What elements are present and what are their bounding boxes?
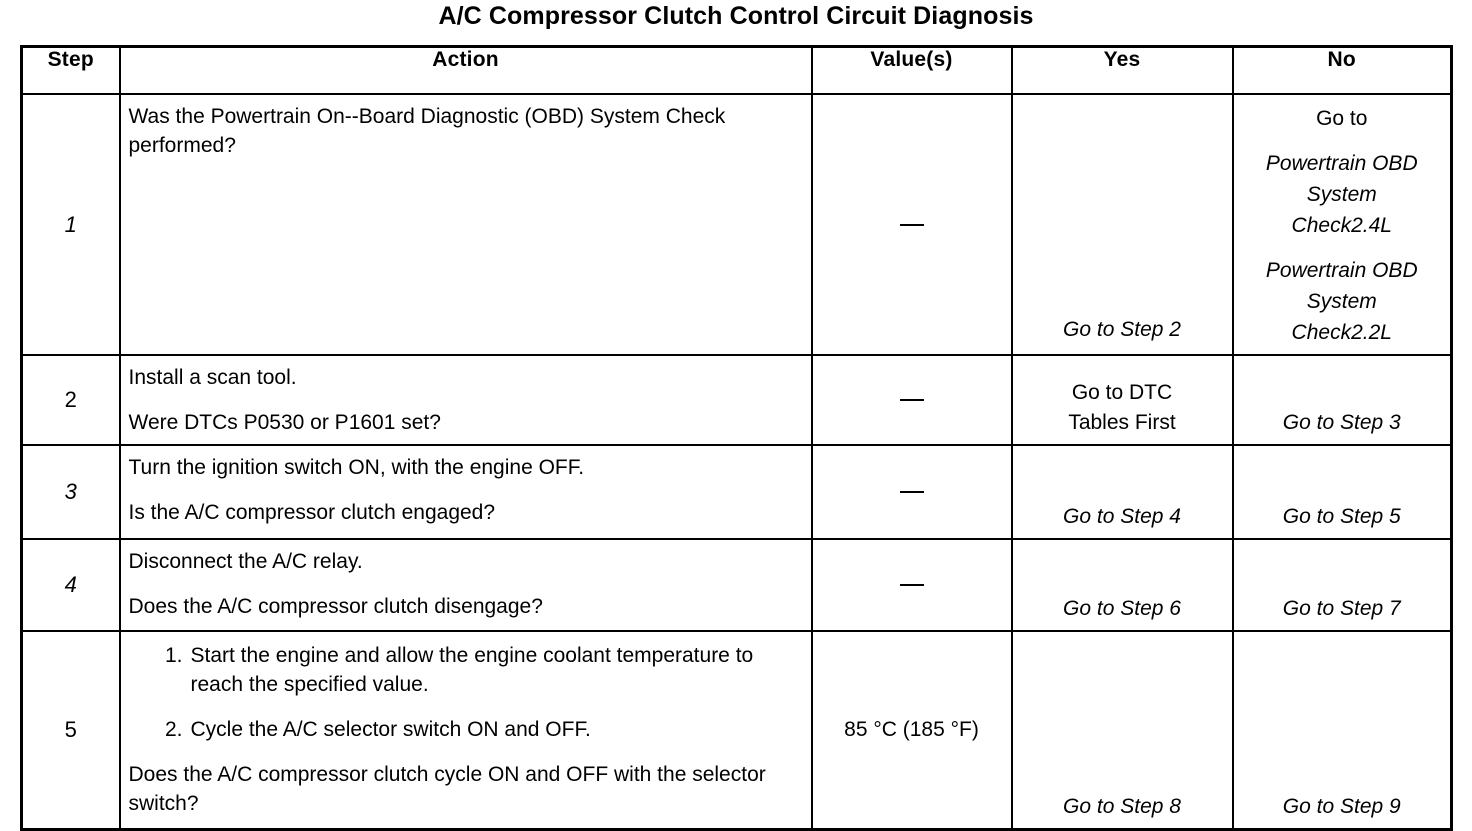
no-reference-block-2: Powertrain OBD System Check2.2L [1238,255,1447,348]
diagnosis-table: Step Action Value(s) Yes No 1 Was the Po… [20,45,1453,831]
no-ref1-line1: Powertrain OBD [1265,152,1418,175]
action-question: Does the A/C compressor clutch cycle ON … [128,763,766,815]
action-substep-1: Start the engine and allow the engine co… [157,641,754,696]
column-header-value: Value(s) [810,45,1013,95]
no-reference-block-1: Powertrain OBD System Check2.4L [1238,148,1447,241]
table-row: 1 Was the Powertrain On--Board Diagnosti… [20,93,1453,356]
no-goto-link-5: Go to Step 9 [1282,795,1401,818]
yes-cell-5: Go to Step 8 [1010,630,1234,831]
value-cell-2 [810,354,1013,446]
em-dash-mark [899,223,924,226]
no-ref1-line3: Check2.4L [1291,214,1392,237]
action-substep-2: Cycle the A/C selector switch ON and OFF… [157,715,591,744]
yes-goto-link-1: Go to Step 2 [1063,318,1181,341]
action-text-line1: Disconnect the A/C relay. [128,550,363,573]
page-title: A/C Compressor Clutch Control Circuit Di… [438,2,1034,30]
no-goto-link-4: Go to Step 7 [1282,597,1401,620]
yes-text-line2: Tables First [1068,411,1176,434]
table-row: 5 Start the engine and allow the engine … [20,630,1453,831]
yes-cell-2: Go to DTC Tables First [1010,354,1234,446]
value-cell-4 [810,538,1013,632]
table-body: 1 Was the Powertrain On--Board Diagnosti… [20,93,1453,831]
table-header: Step Action Value(s) Yes No [20,45,1453,95]
action-text-line1: Turn the ignition switch ON, with the en… [128,456,585,479]
no-goto-link-3: Go to Step 5 [1282,505,1401,528]
step-number-4: 4 [20,538,121,632]
table-row: 4 Disconnect the A/C relay. Does the A/C… [20,538,1453,632]
step-number-2: 2 [20,354,121,446]
yes-cell-4: Go to Step 6 [1010,538,1234,632]
no-cell-2: Go to Step 3 [1231,354,1453,446]
column-header-step: Step [20,45,121,95]
em-dash-mark [899,491,924,494]
step-number-1: 1 [20,93,121,356]
no-goto-label-1: Go to [1316,107,1368,130]
no-cell-1: Go to Powertrain OBD System Check2.4L Po… [1231,93,1453,356]
action-cell-4: Disconnect the A/C relay. Does the A/C c… [118,538,813,632]
em-dash-mark [899,584,924,587]
action-text-line2: Does the A/C compressor clutch disengage… [128,595,543,618]
action-cell-3: Turn the ignition switch ON, with the en… [118,444,813,540]
action-substep-list: Start the engine and allow the engine co… [129,641,805,744]
em-dash-mark [899,399,924,402]
step-number-3: 3 [20,444,121,540]
no-cell-3: Go to Step 5 [1231,444,1453,540]
document-page: A/C Compressor Clutch Control Circuit Di… [0,0,1472,766]
action-text: Was the Powertrain On--Board Diagnostic … [128,105,726,157]
yes-cell-3: Go to Step 4 [1010,444,1234,540]
no-ref2-line1: Powertrain OBD [1265,259,1418,282]
value-cell-1 [810,93,1013,356]
column-header-action: Action [118,45,813,95]
no-cell-4: Go to Step 7 [1231,538,1453,632]
no-ref1-line2: System [1306,183,1377,206]
action-text-line1: Install a scan tool. [128,366,297,389]
value-cell-5: 85 °C (185 °F) [810,630,1013,831]
table-row: 2 Install a scan tool. Were DTCs P0530 o… [20,354,1453,446]
action-text-line2: Were DTCs P0530 or P1601 set? [128,411,441,434]
no-cell-5: Go to Step 9 [1231,630,1453,831]
header-row: Step Action Value(s) Yes No [20,45,1453,95]
yes-cell-1: Go to Step 2 [1010,93,1234,356]
yes-text-line1: Go to DTC [1071,381,1173,404]
column-header-yes: Yes [1010,45,1234,95]
no-ref2-line2: System [1306,290,1377,313]
yes-goto-link-3: Go to Step 4 [1063,505,1181,528]
column-header-no: No [1231,45,1453,95]
table-row: 3 Turn the ignition switch ON, with the … [20,444,1453,540]
action-cell-2: Install a scan tool. Were DTCs P0530 or … [118,354,813,446]
value-cell-3 [810,444,1013,540]
no-ref2-line3: Check2.2L [1291,321,1392,344]
action-cell-1: Was the Powertrain On--Board Diagnostic … [118,93,813,356]
action-text-line2: Is the A/C compressor clutch engaged? [128,501,496,524]
no-goto-link-2: Go to Step 3 [1282,411,1401,434]
yes-goto-link-4: Go to Step 6 [1063,597,1181,620]
step-number-5: 5 [20,630,121,831]
yes-goto-link-5: Go to Step 8 [1063,795,1181,818]
action-cell-5: Start the engine and allow the engine co… [118,630,813,831]
